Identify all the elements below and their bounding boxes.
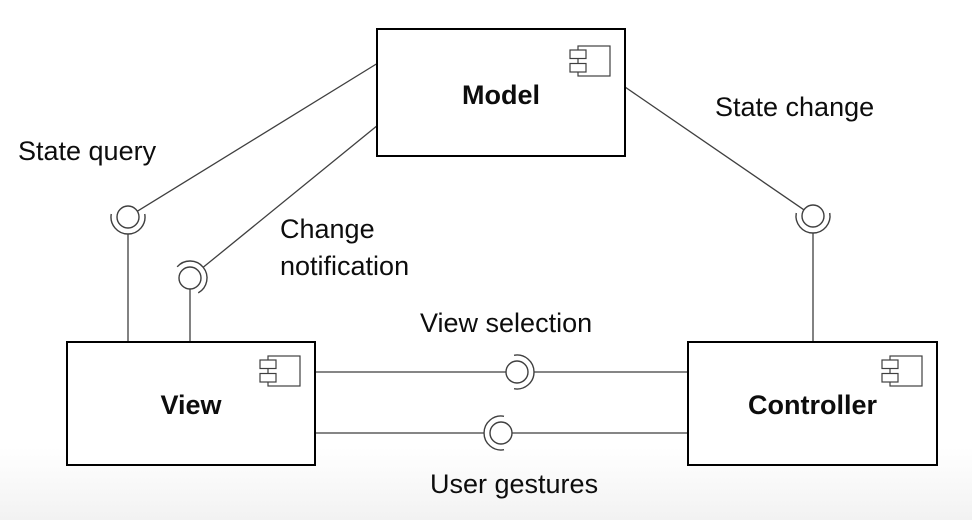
- connector-lines: [127, 62, 814, 434]
- controller-label: Controller: [748, 390, 877, 420]
- component-icon: [881, 355, 923, 387]
- interface-connectors: [110, 204, 831, 451]
- component-icon: [259, 355, 301, 387]
- component-icon-tab: [569, 62, 587, 73]
- controller-component: Controller: [687, 341, 938, 466]
- component-icon-tab: [881, 359, 899, 370]
- user-gestures-ball: [489, 421, 513, 445]
- change-notification-label-line1: Change: [280, 214, 375, 244]
- model-to-state-query-line: [137, 62, 379, 212]
- component-icon-tab: [259, 372, 277, 383]
- state-query-socket: [110, 213, 146, 235]
- change-notification-ball: [178, 266, 202, 290]
- model-component: Model: [376, 28, 626, 157]
- model-to-change-notification-line: [202, 124, 379, 268]
- state-query-label: State query: [18, 136, 157, 166]
- user-gestures-label: User gestures: [430, 469, 598, 499]
- view-selection-socket: [513, 354, 535, 390]
- state-change-socket: [795, 212, 831, 234]
- change-notification-label-line2: notification: [280, 251, 409, 281]
- view-component: View: [66, 341, 316, 466]
- state-query-ball: [116, 205, 140, 229]
- state-change-ball: [801, 204, 825, 228]
- component-icon-tab: [259, 359, 277, 370]
- component-icon-tab: [569, 49, 587, 60]
- view-selection-ball: [505, 360, 529, 384]
- view-label: View: [160, 390, 222, 420]
- model-label: Model: [462, 80, 540, 110]
- model-to-state-change-line: [624, 86, 805, 211]
- component-icon: [569, 45, 611, 77]
- change-notification-socket: [176, 260, 208, 294]
- user-gestures-socket: [483, 415, 505, 451]
- component-icon-tab: [881, 372, 899, 383]
- state-change-label: State change: [715, 92, 874, 122]
- view-selection-label: View selection: [420, 308, 592, 338]
- interface-labels: State query Change notification State ch…: [18, 92, 874, 499]
